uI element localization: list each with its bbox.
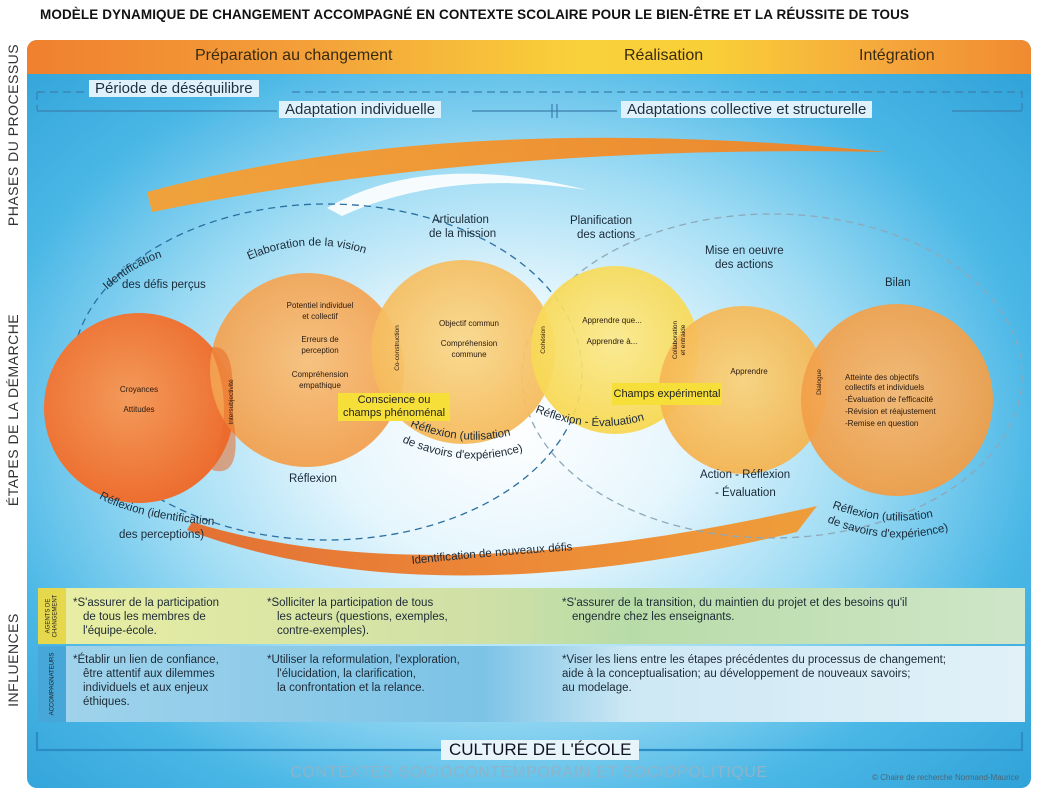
c4-text-1: Apprendre que... (582, 316, 642, 325)
c5-text-1: Apprendre (730, 367, 768, 376)
label-planification-2: des actions (577, 229, 635, 241)
contexts-label: CONTEXTES SOCIOCONTEMPORAIN ET SOCIOPOLI… (290, 764, 768, 781)
influences-accomp-row (38, 646, 1025, 722)
accomp-cell-3: *Viser les liens entre les étapes précéd… (562, 654, 946, 694)
label-action-1: Action - Réflexion (700, 469, 790, 481)
bottom-arc-arrow (187, 506, 817, 576)
c6-text-3: -Évaluation de l'efficacité (845, 395, 934, 404)
overlap-label-dialogue: Dialogue (816, 369, 823, 395)
overlap-intersubjectivite (210, 347, 236, 472)
circle-croyances (44, 313, 234, 503)
copyright: © Chaire de recherche Normand-Maurice (872, 773, 1019, 782)
overlap-label-collaboration-1: Collaboration (672, 320, 679, 359)
diagram-title: MODÈLE DYNAMIQUE DE CHANGEMENT ACCOMPAGN… (40, 7, 910, 22)
label-reflexion: Réflexion (289, 473, 337, 485)
accomp-vertical-label: ACCOMPAGNATEURS (49, 652, 56, 716)
side-label-influences: INFLUENCES (5, 613, 21, 707)
side-label-etapes: ÉTAPES DE LA DÉMARCHE (5, 313, 22, 507)
c3-text-1: Objectif commun (439, 319, 499, 328)
overlap-label-intersubjectivite: Intersubjectivité (228, 379, 235, 425)
side-label-phases: PHASES DU PROCESSUS (5, 43, 21, 227)
label-elaboration: Élaboration de la vision (245, 236, 368, 262)
c6-text-1: Atteinte des objectifs (845, 373, 919, 382)
top-arc-white (327, 173, 587, 216)
accomp-label-cell (38, 646, 66, 722)
c2-text-3: Erreurs de (301, 335, 339, 344)
c6-text-5: -Remise en question (845, 419, 918, 428)
diagram-panel: Préparation au changement Réalisation In… (27, 40, 1031, 788)
label-planification-1: Planification (570, 215, 632, 227)
c2-text-4: perception (301, 346, 338, 355)
label-mise-1: Mise en oeuvre (705, 245, 784, 257)
periode-dashes (36, 91, 1023, 110)
agents-label-cell (38, 588, 66, 644)
c2-text-6: empathique (299, 381, 341, 390)
label-identification-2: des défis perçus (122, 279, 206, 291)
phase-realisation: Réalisation (624, 47, 704, 64)
label-action-2: - Évaluation (715, 486, 776, 499)
phase-preparation: Préparation au changement (195, 47, 393, 64)
accomp-cell-2: *Utiliser la reformulation, l'exploratio… (267, 654, 460, 694)
c1-text-1: Croyances (120, 385, 158, 394)
label-mise-2: des actions (715, 259, 773, 271)
phases-bar: Préparation au changement Réalisation In… (27, 40, 1031, 74)
c2-text-2: et collectif (302, 312, 338, 321)
highlight-champs-experimental: Champs expérimental (612, 383, 722, 405)
culture-label: CULTURE DE L'ÉCOLE (441, 740, 640, 760)
label-bilan: Bilan (885, 277, 911, 289)
label-articulation-2: de la mission (429, 228, 496, 240)
c3-text-2: Compréhension (441, 339, 497, 348)
adaptation-divider (551, 104, 558, 118)
overlap-label-co-construction: Co-construction (394, 325, 401, 371)
top-arc-arrow (147, 137, 887, 212)
label-adaptations-collective: Adaptations collective et structurelle (621, 101, 873, 118)
overlap-label-collaboration-2: et entraide (680, 324, 687, 355)
accomp-cell-1: *Établir un lien de confiance,être atten… (73, 654, 219, 708)
label-reflexion-ident-2: des perceptions) (119, 529, 204, 541)
c6-text-4: -Révision et réajustement (845, 407, 936, 416)
c2-text-5: Compréhension (292, 370, 348, 379)
phase-integration: Intégration (859, 47, 935, 64)
label-adaptation-individuelle: Adaptation individuelle (279, 101, 442, 118)
overlap-label-cohesion: Cohésion (540, 326, 547, 354)
c2-text-1: Potentiel individuel (287, 301, 354, 310)
c1-text-2: Attitudes (123, 405, 154, 414)
label-articulation-1: Articulation (432, 214, 489, 226)
c6-text-2: collectifs et individuels (845, 383, 924, 392)
circle-mise-en-oeuvre (659, 306, 827, 474)
influences-agents-row (38, 588, 1025, 644)
c3-text-3: commune (451, 350, 487, 359)
agents-cell-3: *S'assurer de la transition, du maintien… (562, 597, 908, 623)
circle-bilan (801, 304, 993, 496)
c4-text-2: Apprendre à... (587, 337, 638, 346)
label-periode: Période de déséquilibre (89, 80, 259, 97)
